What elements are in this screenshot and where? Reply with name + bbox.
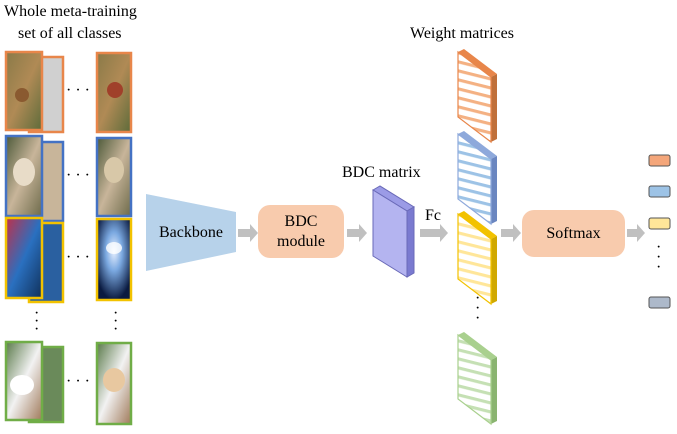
vertical-ellipsis-icon: · <box>34 321 39 338</box>
arrow-icon <box>501 224 521 242</box>
dog-figure <box>13 158 35 186</box>
backbone-shape <box>146 194 236 271</box>
vertical-ellipsis-icon: · <box>475 300 480 317</box>
vertical-ellipsis-icon: · <box>656 259 661 276</box>
image-group-blue: · · · <box>4 134 133 223</box>
ellipsis-icon: · · · <box>66 373 90 390</box>
weight-matrix-green <box>457 332 497 426</box>
arrow-icon <box>420 224 448 242</box>
bdc-module-line-1: BDC <box>284 212 318 230</box>
vertical-ellipsis-icon: · <box>34 305 39 322</box>
ellipsis-icon: · · · <box>66 167 90 184</box>
bdc-module-line-2: module <box>277 232 325 250</box>
image-frame <box>4 216 44 300</box>
arrow-icon <box>347 224 367 242</box>
dog-figure <box>104 157 124 183</box>
bird-figure <box>15 88 29 102</box>
arrow-icon <box>238 224 258 242</box>
arrow-icon <box>627 224 645 242</box>
dog-figure <box>10 375 34 395</box>
image-group-orange: · · · <box>4 50 133 134</box>
fc-label: Fc <box>425 207 441 224</box>
title-line-2: set of all classes <box>18 25 122 42</box>
vertical-ellipsis-icon: · <box>113 313 118 330</box>
title-line-1: Whole meta-training <box>4 3 137 20</box>
image-frame <box>95 217 133 302</box>
image-group-yellow: · · · <box>4 216 133 304</box>
image-frame <box>4 50 44 132</box>
vertical-ellipsis-icon: · <box>113 305 118 322</box>
dog-figure <box>103 368 125 392</box>
vertical-ellipsis-icon: · <box>475 310 480 327</box>
ellipsis-icon: · · · <box>66 82 90 99</box>
weight-matrix-orange <box>457 49 497 144</box>
output-bar-blue <box>648 185 671 198</box>
output-bar-yellow <box>648 217 671 230</box>
ellipsis-icon: · · · <box>66 249 90 266</box>
image-group-green: · · · <box>4 340 133 426</box>
bdc-module-label: BDC module <box>258 205 344 258</box>
jellyfish-figure <box>106 242 122 254</box>
vertical-ellipsis-icon: · <box>475 290 480 307</box>
softmax-box <box>522 210 625 257</box>
bdc-matrix-label: BDC matrix <box>342 164 421 181</box>
weight-matrix-yellow <box>457 211 497 306</box>
bird-figure <box>107 82 123 98</box>
bdc-matrix-slab <box>372 185 415 278</box>
vertical-ellipsis-icon: · <box>34 313 39 330</box>
weight-matrix-blue <box>457 131 497 226</box>
output-bar-gray <box>648 296 671 309</box>
backbone-label: Backbone <box>159 224 223 241</box>
vertical-ellipsis-icon: · <box>113 321 118 338</box>
weights-title: Weight matrices <box>410 25 515 42</box>
bdc-module-box <box>258 205 344 258</box>
vertical-ellipsis-icon: · <box>656 249 661 266</box>
vertical-ellipsis-icon: · <box>656 239 661 256</box>
softmax-label: Softmax <box>546 224 601 242</box>
output-bar-orange <box>648 154 671 167</box>
